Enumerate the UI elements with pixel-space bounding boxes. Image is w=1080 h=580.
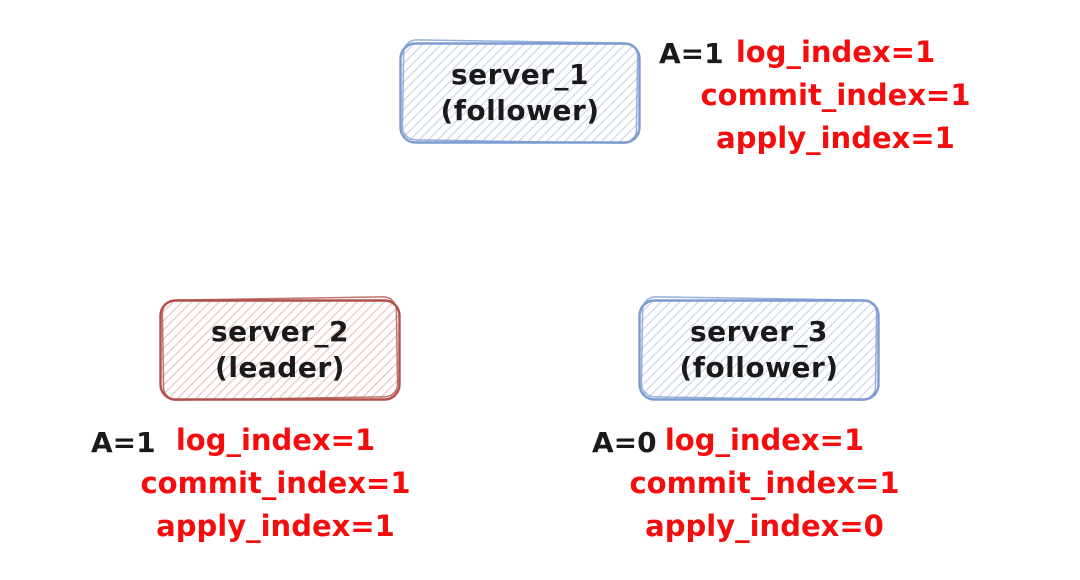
server-2-variable-label: A=1: [91, 426, 156, 459]
server-3-state-line: apply_index=0: [645, 509, 884, 543]
sketch-box-red: [159, 296, 401, 401]
server-name-label: server_3: [690, 315, 828, 348]
server-3-variable-label: A=0: [592, 426, 657, 459]
server-role-label: (leader): [215, 351, 345, 384]
server-1-variable-label: A=1: [659, 37, 724, 70]
server-role-label: (follower): [679, 351, 839, 384]
server-3-state-line: commit_index=1: [629, 466, 900, 500]
server-name-label: server_1: [451, 58, 589, 91]
server-2-state-line: apply_index=1: [156, 509, 395, 543]
server-3-state-line: log_index=1: [664, 423, 865, 457]
server-name-label: server_2: [211, 315, 349, 348]
sketch-box-blue: [638, 296, 880, 401]
server-2-state-line: log_index=1: [175, 423, 376, 457]
server-2-node[interactable]: server_2 (leader): [156, 296, 404, 404]
server-1-node[interactable]: server_1 (follower): [396, 39, 644, 147]
server-3-node[interactable]: server_3 (follower): [635, 296, 883, 404]
server-2-state-block: log_index=1 commit_index=1 apply_index=1: [133, 419, 418, 548]
server-1-state-line: log_index=1: [735, 35, 936, 69]
server-1-state-line: apply_index=1: [716, 121, 955, 155]
server-1-state-line: commit_index=1: [700, 78, 971, 112]
server-3-state-block: log_index=1 commit_index=1 apply_index=0: [622, 419, 907, 548]
server-1-state-block: log_index=1 commit_index=1 apply_index=1: [693, 31, 978, 160]
server-role-label: (follower): [440, 94, 600, 127]
server-2-state-line: commit_index=1: [140, 466, 411, 500]
sketch-box-blue: [399, 39, 641, 144]
